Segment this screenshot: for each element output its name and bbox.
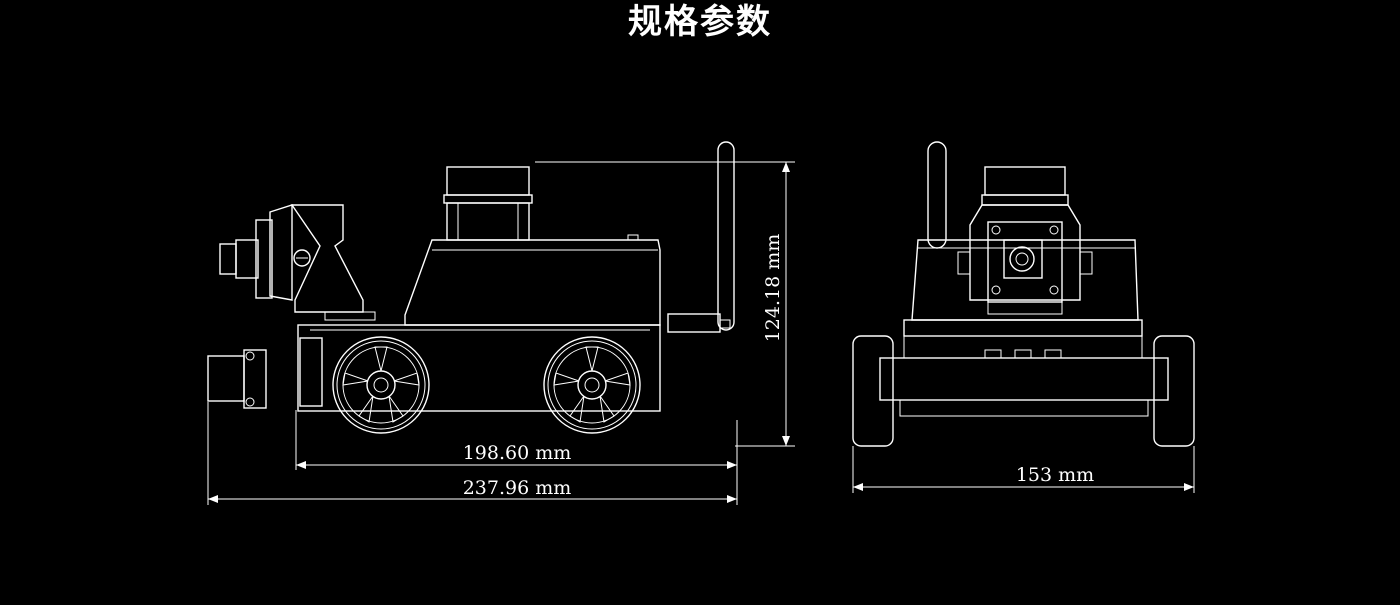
front-view: 153 mm xyxy=(852,141,1195,493)
rear-wheel xyxy=(543,336,641,434)
front-chassis-plate xyxy=(879,357,1169,401)
camera-lens xyxy=(235,239,259,279)
front-wheel xyxy=(332,336,430,434)
camera-mount xyxy=(290,204,364,313)
left-wheel xyxy=(852,335,894,447)
antenna xyxy=(717,141,735,331)
front-bumper xyxy=(207,355,245,402)
width-label: 153 mm xyxy=(1016,464,1094,486)
camera-lens-front xyxy=(1009,246,1035,272)
page-title: 规格参数 xyxy=(628,2,772,42)
height-label: 124.18 mm xyxy=(762,234,784,343)
wheelbase-length-label: 198.60 mm xyxy=(463,442,572,464)
lower-chassis xyxy=(297,324,661,412)
overall-length-label: 237.96 mm xyxy=(463,477,572,499)
lidar-top xyxy=(446,166,530,196)
right-wheel xyxy=(1153,335,1195,447)
chassis-body xyxy=(404,239,661,326)
camera-bracket xyxy=(969,204,1081,301)
side-view: 124.18 mm 198.60 mm 237.96 mm xyxy=(207,141,795,505)
